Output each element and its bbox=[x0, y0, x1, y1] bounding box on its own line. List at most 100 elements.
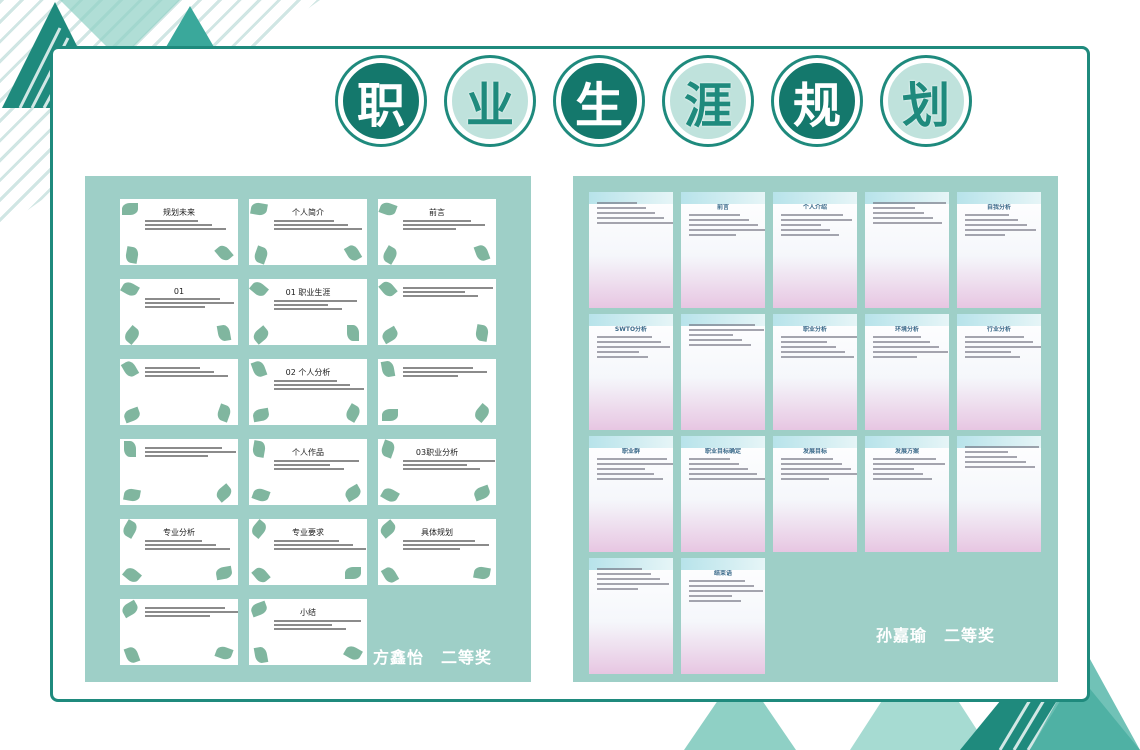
page-text-line bbox=[597, 202, 637, 204]
page-thumbnail: 发展目标 bbox=[773, 436, 857, 552]
page-text-line bbox=[873, 351, 948, 353]
leaf-decoration bbox=[122, 565, 142, 585]
leaf-decoration bbox=[215, 403, 233, 423]
page-text-line bbox=[781, 458, 833, 460]
slide-thumbnail bbox=[120, 599, 238, 665]
page-thumbnail bbox=[681, 314, 765, 430]
page-text-line bbox=[965, 229, 1036, 231]
page-header-band bbox=[589, 558, 673, 570]
page-text-line bbox=[597, 468, 645, 470]
page-text-line bbox=[689, 334, 733, 336]
page-thumbnail: 个人介绍 bbox=[773, 192, 857, 308]
page-text-line bbox=[689, 600, 741, 602]
leaf-decoration bbox=[215, 565, 233, 581]
page-text-line bbox=[689, 463, 739, 465]
page-title-text: 结束语 bbox=[713, 570, 732, 577]
page-text-line bbox=[689, 458, 730, 460]
slide-text-line bbox=[274, 224, 349, 226]
leaf-decoration bbox=[380, 360, 396, 378]
leaf-decoration bbox=[124, 441, 136, 457]
award-right: 孙嘉瑜 二等奖 bbox=[876, 626, 996, 645]
page-header-band bbox=[681, 436, 765, 448]
page-header-band bbox=[957, 436, 1041, 448]
leaf-decoration bbox=[378, 279, 398, 299]
page-header-band bbox=[957, 314, 1041, 326]
slide-text-line bbox=[145, 375, 228, 377]
leaf-decoration bbox=[122, 325, 142, 345]
slide-text-line bbox=[274, 624, 333, 626]
page-header-band bbox=[773, 192, 857, 204]
slide-text-line bbox=[145, 367, 201, 369]
slide-text-line bbox=[145, 607, 225, 609]
page-text-line bbox=[689, 468, 748, 470]
page-text-line bbox=[597, 588, 638, 590]
page-text-line bbox=[965, 356, 1020, 358]
page-text-line bbox=[597, 346, 670, 348]
slide-thumbnail bbox=[378, 359, 496, 425]
page-text-line bbox=[597, 573, 651, 575]
page-thumbnail bbox=[957, 436, 1041, 552]
page-thumbnail bbox=[589, 192, 673, 308]
page-text-line bbox=[873, 222, 942, 224]
page-text-line bbox=[781, 351, 845, 353]
page-thumbnail: 职业目标确定 bbox=[681, 436, 765, 552]
leaf-decoration bbox=[123, 645, 141, 665]
slide-text-line bbox=[274, 220, 335, 222]
leaf-decoration bbox=[473, 243, 491, 263]
slide-text-line bbox=[403, 224, 485, 226]
page-text-line bbox=[689, 234, 736, 236]
slide-text-line bbox=[145, 544, 217, 546]
page-text-line bbox=[597, 351, 639, 353]
page-text-line bbox=[965, 341, 1033, 343]
slide-thumbnail bbox=[120, 359, 238, 425]
page-header-band bbox=[773, 436, 857, 448]
leaf-decoration bbox=[252, 407, 270, 423]
slide-text-line bbox=[145, 371, 214, 373]
page-text-line bbox=[873, 463, 945, 465]
page-text-line bbox=[965, 219, 1018, 221]
leaf-decoration bbox=[120, 599, 140, 619]
page-text-line bbox=[873, 336, 921, 338]
slide-thumbnail: 03职业分析 bbox=[378, 439, 496, 505]
slide-text-line bbox=[274, 300, 357, 302]
page-text-line bbox=[597, 222, 673, 224]
page-text-line bbox=[781, 478, 829, 480]
page-text-line bbox=[597, 207, 646, 209]
leaf-decoration bbox=[380, 325, 400, 345]
page-text-line bbox=[597, 341, 661, 343]
page-thumbnail: 职业群 bbox=[589, 436, 673, 552]
page-title-text: 环境分析 bbox=[894, 326, 919, 333]
slide-text-line bbox=[145, 447, 223, 449]
slide-text-line bbox=[403, 367, 474, 369]
page-text-line bbox=[597, 212, 655, 214]
title-char-5: 规 bbox=[774, 58, 860, 144]
page-text-line bbox=[781, 356, 854, 358]
page-title-text: 职业目标确定 bbox=[704, 448, 741, 455]
page-text-line bbox=[873, 468, 914, 470]
page-text-line bbox=[781, 234, 839, 236]
slide-title: 01 职业生涯 bbox=[285, 288, 331, 297]
slide-title: 前言 bbox=[429, 208, 445, 217]
page-text-line bbox=[965, 466, 1035, 468]
slide-text-line bbox=[145, 228, 226, 230]
slide-text-line bbox=[403, 287, 494, 289]
page-text-line bbox=[873, 478, 932, 480]
leaf-decoration bbox=[472, 403, 492, 423]
slide-text-line bbox=[403, 544, 489, 546]
page-title-text: 职业群 bbox=[621, 448, 640, 455]
page-thumbnail: 发展方案 bbox=[865, 436, 949, 552]
page-text-line bbox=[689, 580, 745, 582]
leaf-decoration bbox=[214, 644, 234, 662]
page-thumbnail bbox=[589, 558, 673, 674]
leaf-decoration bbox=[120, 359, 140, 379]
page-text-line bbox=[873, 458, 936, 460]
slide-text-line bbox=[403, 291, 465, 293]
page-text-line bbox=[873, 212, 924, 214]
page-header-band bbox=[865, 314, 949, 326]
award-left: 方鑫怡 二等奖 bbox=[373, 648, 493, 667]
leaf-decoration bbox=[474, 324, 490, 342]
slide-text-line bbox=[403, 540, 476, 542]
slide-title: 01 bbox=[173, 287, 185, 296]
page-header-band bbox=[773, 314, 857, 326]
page-text-line bbox=[965, 461, 1026, 463]
